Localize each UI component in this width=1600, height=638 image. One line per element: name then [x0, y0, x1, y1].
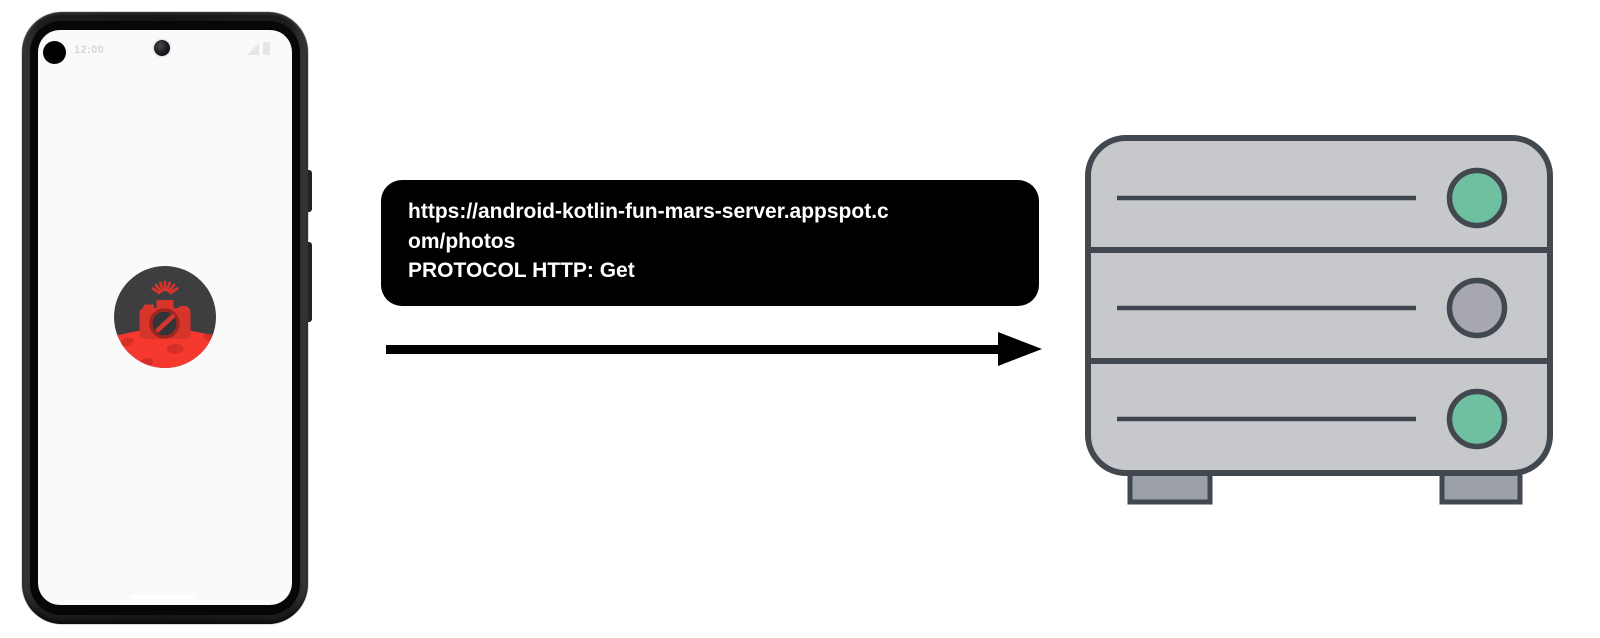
http-request-bubble: https://android-kotlin-fun-mars-server.a… — [381, 180, 1039, 306]
signal-icon — [247, 43, 259, 55]
request-protocol-line: PROTOCOL HTTP: Get — [408, 259, 635, 282]
server-led-1 — [1446, 167, 1508, 229]
navigation-handle — [130, 595, 196, 599]
mars-craters — [120, 333, 213, 366]
camera-flash-rays — [151, 280, 179, 295]
request-arrow-shaft — [386, 345, 1000, 354]
status-bar-circle-icon — [43, 41, 66, 64]
mars-photos-app-icon — [114, 266, 216, 368]
server-led-3 — [1446, 388, 1508, 450]
web-server — [1085, 135, 1553, 505]
camera-lens-glare — [155, 314, 175, 333]
status-bar-time: 12:00 — [74, 44, 105, 56]
phone-power-button — [304, 242, 312, 322]
phone-volume-button — [304, 170, 312, 212]
server-led-2 — [1446, 277, 1508, 339]
server-body — [1085, 135, 1553, 476]
battery-icon — [263, 42, 270, 55]
request-url-line-1: https://android-kotlin-fun-mars-server.a… — [408, 200, 889, 223]
front-camera-icon — [154, 40, 170, 56]
request-arrow-head — [998, 332, 1042, 366]
request-url-line-2: om/photos — [408, 229, 516, 253]
